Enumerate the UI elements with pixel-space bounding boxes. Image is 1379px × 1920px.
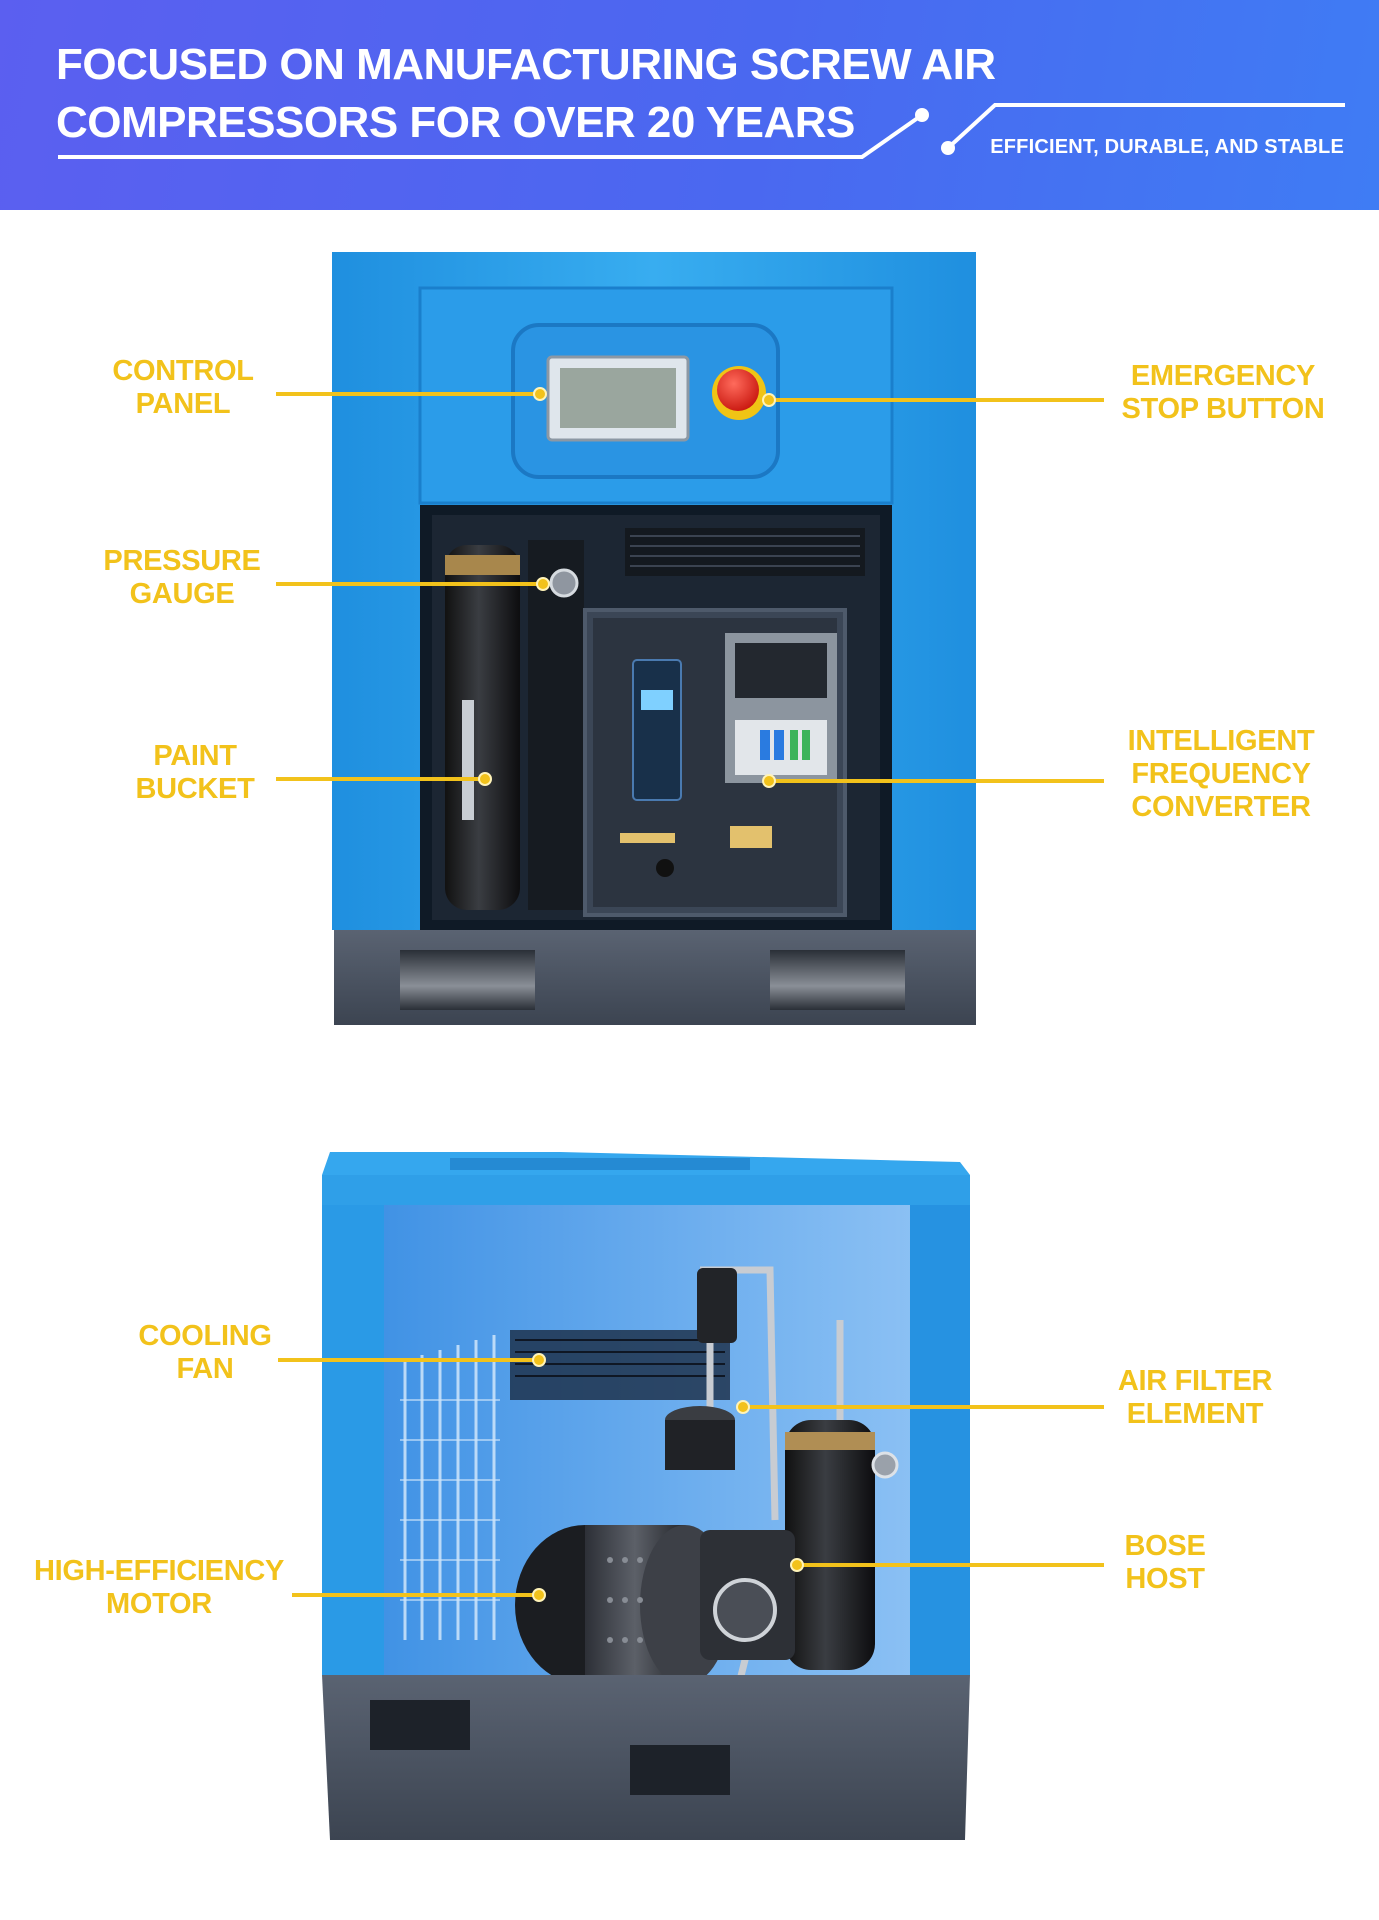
label-motor: HIGH-EFFICIENCY MOTOR — [28, 1555, 290, 1621]
leader-host — [798, 1563, 1104, 1567]
leader-frequency-converter — [770, 779, 1104, 783]
label-cooling-fan: COOLING FAN — [130, 1320, 280, 1386]
label-emergency-stop-line-1: EMERGENCY — [1130, 360, 1316, 392]
tagline: EFFICIENT, DURABLE, AND STABLE — [990, 136, 1344, 158]
label-control-panel-line-2: PANEL — [135, 388, 231, 420]
label-paint-bucket-line-1: PAINT — [153, 740, 237, 772]
leader-pressure-gauge — [276, 582, 544, 586]
marker-cooling-fan — [532, 1353, 546, 1367]
label-emergency-stop-line-2: STOP BUTTON — [1121, 393, 1325, 425]
label-cooling-fan-line-1: COOLING — [138, 1320, 272, 1352]
front-cabinet — [332, 252, 976, 1025]
leader-air-filter — [744, 1405, 1104, 1409]
title-line-2: COMPRESSORS FOR OVER 20 YEARS — [56, 98, 855, 147]
marker-emergency-stop — [762, 393, 776, 407]
marker-paint-bucket — [478, 772, 492, 786]
label-motor-line-1: HIGH-EFFICIENCY — [33, 1555, 285, 1587]
leader-cooling-fan — [278, 1358, 542, 1362]
interior-cabinet — [322, 1152, 970, 1840]
marker-air-filter — [736, 1400, 750, 1414]
header-banner: FOCUSED ON MANUFACTURING SCREW AIR COMPR… — [0, 0, 1379, 210]
label-frequency-converter-line-1: INTELLIGENT — [1127, 725, 1315, 757]
marker-frequency-converter — [762, 774, 776, 788]
label-cooling-fan-line-2: FAN — [176, 1353, 234, 1385]
marker-pressure-gauge — [536, 577, 550, 591]
leader-control-panel — [276, 392, 540, 396]
label-air-filter: AIR FILTER ELEMENT — [1110, 1365, 1280, 1431]
label-air-filter-line-1: AIR FILTER — [1117, 1365, 1273, 1397]
label-control-panel-line-1: CONTROL — [112, 355, 254, 387]
label-frequency-converter-line-2: FREQUENCY — [1131, 758, 1311, 790]
label-paint-bucket: PAINT BUCKET — [130, 740, 260, 806]
label-pressure-gauge-line-2: GAUGE — [129, 578, 235, 610]
product-stage: CONTROL PANEL EMERGENCY STOP BUTTON PRES… — [0, 210, 1379, 1920]
label-frequency-converter: INTELLIGENT FREQUENCY CONVERTER — [1116, 725, 1326, 824]
label-control-panel: CONTROL PANEL — [108, 355, 258, 421]
compressor-illustrations — [322, 252, 976, 1840]
label-host-line-2: HOST — [1125, 1563, 1205, 1595]
leader-emergency-stop — [768, 398, 1104, 402]
label-host-line-1: BOSE — [1124, 1530, 1206, 1562]
page-title: FOCUSED ON MANUFACTURING SCREW AIR COMPR… — [56, 36, 1036, 152]
leader-motor — [292, 1593, 542, 1597]
label-motor-line-2: MOTOR — [106, 1588, 212, 1620]
marker-motor — [532, 1588, 546, 1602]
label-paint-bucket-line-2: BUCKET — [135, 773, 255, 805]
label-pressure-gauge: PRESSURE GAUGE — [102, 545, 262, 611]
leader-paint-bucket — [276, 777, 486, 781]
title-line-1: FOCUSED ON MANUFACTURING SCREW AIR — [56, 40, 996, 89]
circuit-line-decoration — [58, 103, 1345, 159]
marker-host — [790, 1558, 804, 1572]
label-host: BOSE HOST — [1110, 1530, 1220, 1596]
label-emergency-stop: EMERGENCY STOP BUTTON — [1118, 360, 1328, 426]
marker-control-panel — [533, 387, 547, 401]
label-pressure-gauge-line-1: PRESSURE — [103, 545, 261, 577]
label-air-filter-line-2: ELEMENT — [1126, 1398, 1264, 1430]
label-frequency-converter-line-3: CONVERTER — [1131, 791, 1311, 823]
